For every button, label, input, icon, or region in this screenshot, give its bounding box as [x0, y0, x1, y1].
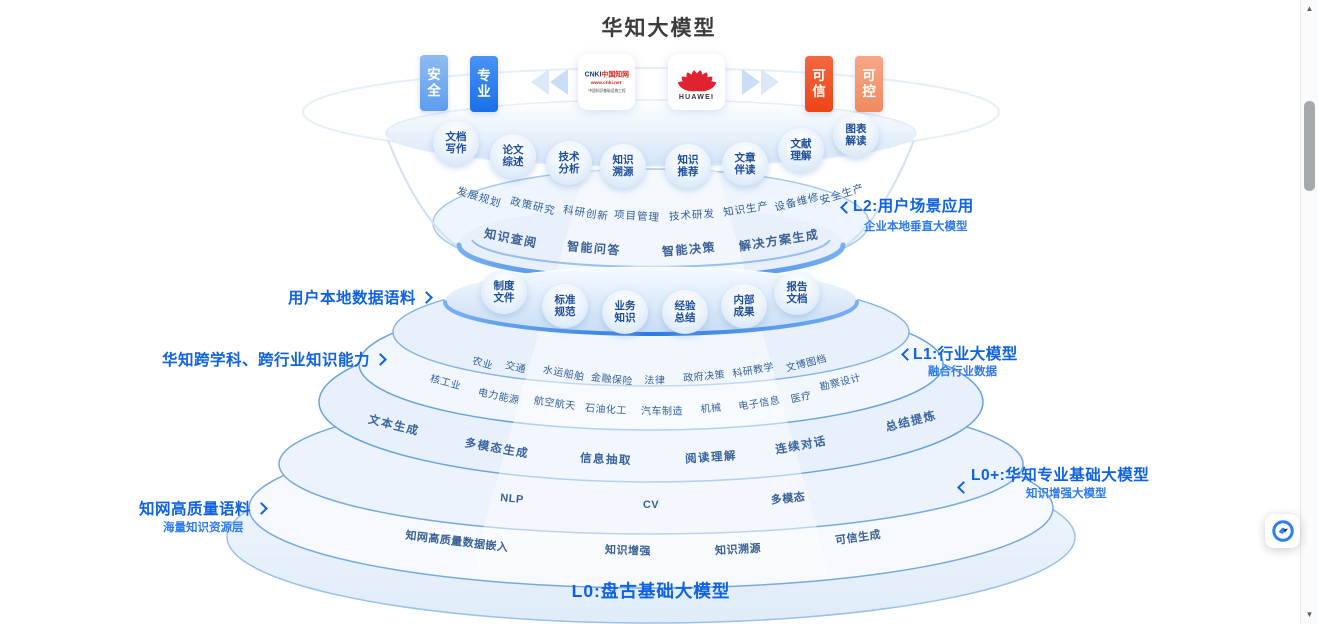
scrollbar-thumb[interactable]: [1304, 101, 1315, 191]
l1-corpus-bubble: 制度文件: [481, 270, 527, 314]
l2-app-bubble: 知识推荐: [665, 144, 711, 188]
chevron-right-icon: [374, 353, 387, 366]
badge-trustworthy: 可信: [805, 56, 833, 112]
badge-controllable: 可控: [855, 56, 883, 112]
l2-app-bubble: 图表解读: [833, 113, 879, 157]
label-l1-sub: 融合行业数据: [928, 366, 997, 378]
badge-professional: 专业: [470, 56, 498, 112]
l1-corpus-bubble: 标准规范: [542, 284, 588, 328]
extension-icon: [1271, 520, 1294, 542]
badge-safe: 安全: [420, 55, 448, 111]
l2-scene: 技术研发: [668, 207, 716, 224]
flow-arrow-right-icon: [761, 69, 779, 95]
capability: 信息抽取: [579, 452, 633, 468]
page-title: 华知大模型: [601, 17, 717, 40]
chevron-right-icon: [255, 502, 268, 515]
l2-app-bubble: 文档写作: [433, 121, 479, 165]
flow-arrow-left-icon: [550, 69, 568, 95]
huawei-logo: HUAWEI: [668, 54, 725, 110]
l1-corpus-bubble: 内部成果: [721, 284, 767, 328]
l1-corpus-bubble: 报告文档: [774, 271, 820, 315]
l0-modality: NLP: [499, 491, 525, 507]
flow-arrow-right-icon: [742, 69, 760, 95]
industry: 机械: [700, 402, 723, 416]
label-l0plus: L0+:华知专业基础大模型: [971, 467, 1150, 484]
l0-modality: CV: [642, 499, 660, 511]
label-cnki-corpus: 知网高质量语料: [139, 497, 268, 519]
scrollbar-down-icon[interactable]: ▼: [1305, 610, 1314, 619]
l1-corpus-bubble: 业务知识: [602, 290, 648, 334]
industry: 法律: [644, 375, 666, 387]
l2-app-bubble: 文献理解: [778, 128, 824, 172]
side-panel-button[interactable]: [1265, 514, 1300, 548]
huawei-flower-icon: [677, 70, 716, 92]
chevron-right-icon: [420, 291, 433, 304]
label-user-corpus: 用户本地数据语料: [288, 286, 433, 308]
label-l2: L2:用户场景应用: [853, 198, 974, 215]
label-l0plus-sub: 知识增强大模型: [1026, 488, 1107, 500]
industry: 石油化工: [584, 403, 628, 417]
l2-app-bubble: 知识溯源: [600, 144, 646, 188]
scrollbar-track[interactable]: ▲ ▼: [1300, 0, 1318, 624]
l0-feature: 知识溯源: [714, 542, 762, 558]
industry: 汽车制造: [641, 406, 683, 418]
l1-corpus-bubble: 经验总结: [662, 290, 708, 334]
l0-feature: 知识增强: [604, 544, 652, 558]
scrollbar-up-icon[interactable]: ▲: [1305, 4, 1314, 13]
l2-app-bubble: 技术分析: [546, 141, 592, 185]
l2-app-bubble: 论文综述: [490, 134, 536, 178]
label-l1: L1:行业大模型: [913, 346, 1018, 363]
l2-scene: 项目管理: [613, 208, 661, 225]
l2-app-bubble: 文章伴读: [722, 142, 768, 186]
label-cross-domain: 华知跨学科、跨行业知识能力: [162, 348, 387, 370]
label-cnki-corpus-sub: 海量知识资源层: [163, 522, 244, 534]
flow-arrow-left-icon: [531, 69, 549, 95]
label-l0: L0:盘古基础大模型: [571, 581, 731, 601]
cnki-logo: CNKI中国知网 www.cnki.net 中国知识基础设施工程: [578, 54, 635, 110]
label-l2-sub: 企业本地垂直大模型: [864, 221, 968, 233]
